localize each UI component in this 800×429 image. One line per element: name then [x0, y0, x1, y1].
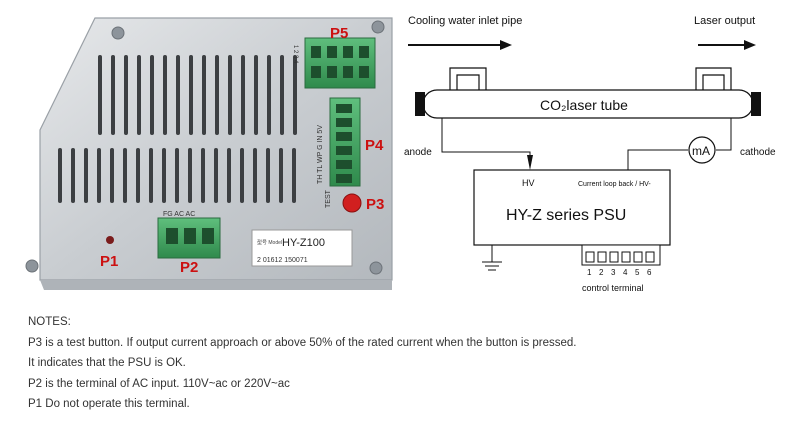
terminal-number: 4 [623, 268, 628, 277]
psu-label: HY-Z series PSU [506, 207, 626, 224]
vent-slots-upper [98, 55, 297, 135]
notes-heading: NOTES: [28, 316, 71, 328]
terminal-number: 6 [647, 268, 652, 277]
ma-meter-label: mA [692, 144, 710, 158]
hv-label: HV [522, 178, 535, 188]
control-terminal [581, 244, 661, 266]
p3-label: P3 [366, 196, 384, 213]
ma-meter [688, 136, 716, 164]
anode-label: anode [404, 147, 432, 158]
note-line: P2 is the terminal of AC input. 110V~ac … [28, 377, 290, 390]
loopback-label: Current loop back / HV- [578, 181, 651, 188]
water-pipes [449, 67, 732, 90]
output-arrow [698, 40, 756, 50]
laser-tube [415, 89, 761, 119]
psu-photo: 1 2 3 4 P5 TH TL WP G IN 5V P4 TEST P3 F… [25, 17, 393, 290]
note-line: P1 Do not operate this terminal. [28, 398, 190, 410]
vent-slots-lower [58, 148, 296, 203]
p1-indicator [106, 236, 114, 244]
terminal-numbers: 1 2 3 4 5 6 [587, 268, 652, 277]
p4-pin-labels: TH TL WP G IN 5V [317, 125, 324, 184]
terminal-number: 3 [611, 268, 616, 277]
terminal-number: 5 [635, 268, 640, 277]
terminal-number: 2 [599, 268, 604, 277]
p5-terminal [304, 37, 376, 89]
tube-label: CO₂laser tube [540, 97, 628, 113]
notes-section: NOTES: P3 is a test button. If output cu… [28, 312, 788, 415]
p2-label: P2 [180, 259, 198, 276]
wiring-diagram: Cooling water inlet pipe Laser output CO… [404, 15, 776, 293]
inlet-arrow [408, 40, 512, 50]
output-label: Laser output [694, 15, 755, 27]
p5-label: P5 [330, 25, 348, 42]
p2-terminal [157, 217, 221, 259]
cathode-label: cathode [740, 147, 776, 158]
model-small-label: 型号 Model [257, 239, 282, 246]
test-label: TEST [325, 189, 332, 208]
note-line: It indicates that the PSU is OK. [28, 357, 186, 369]
barcode-number: 2 01612 150071 [257, 257, 308, 264]
wires [441, 118, 732, 170]
hv-connector [527, 155, 533, 170]
note-line: P3 is a test button. If output current a… [28, 336, 577, 349]
p4-terminal [329, 97, 361, 187]
p1-label: P1 [100, 253, 118, 270]
screws [25, 20, 385, 275]
model-sticker [251, 229, 353, 267]
p3-test-button [342, 193, 362, 213]
p4-label: P4 [365, 137, 384, 154]
ground-symbol [482, 245, 502, 271]
psu-box [473, 169, 671, 246]
p2-top-labels: FG AC AC [163, 211, 195, 218]
terminal-number: 1 [587, 268, 592, 277]
p5-pin-labels: 1 2 3 4 [292, 45, 298, 64]
model-name: HY-Z100 [282, 237, 325, 249]
control-terminal-label: control terminal [582, 283, 644, 293]
inlet-label: Cooling water inlet pipe [408, 15, 522, 27]
